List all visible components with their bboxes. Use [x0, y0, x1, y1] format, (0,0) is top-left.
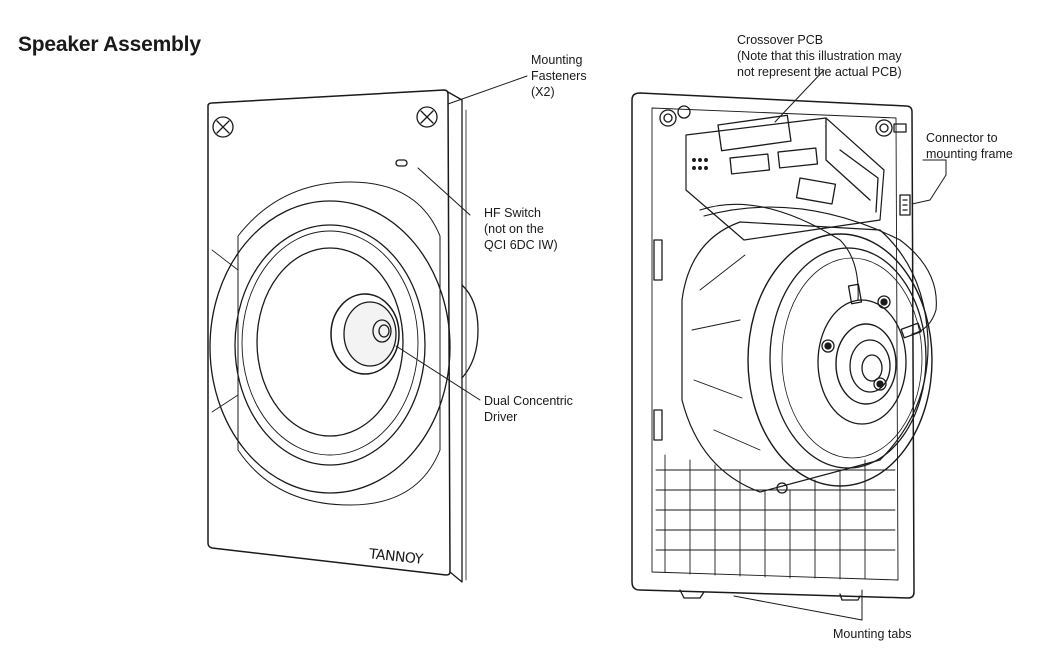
label-dual-concentric-driver: Dual Concentric Driver — [484, 394, 573, 424]
brand-logo: TANNOY — [367, 546, 424, 568]
leader-lines — [395, 69, 947, 621]
label-crossover-pcb: Crossover PCB (Note that this illustrati… — [737, 33, 902, 79]
mounting-fastener-right — [416, 106, 438, 128]
driver-rear — [681, 221, 933, 494]
mounting-frame — [631, 92, 915, 599]
wire-harness — [699, 203, 859, 301]
label-mounting-tabs: Mounting tabs — [833, 627, 912, 641]
frame-grid — [655, 454, 896, 580]
rear-view — [631, 92, 937, 601]
label-hf-switch: HF Switch (not on the QCI 6DC IW) — [484, 206, 558, 252]
front-baffle — [207, 89, 451, 576]
front-view — [207, 89, 479, 583]
crossover-pcb — [685, 114, 885, 241]
mounting-fastener-left — [212, 116, 234, 138]
label-connector-to-mounting-frame: Connector to mounting frame — [926, 131, 1013, 161]
hf-switch — [395, 159, 408, 167]
label-mounting-fasteners: Mounting Fasteners (X2) — [531, 53, 587, 99]
dual-concentric-driver — [330, 293, 400, 375]
page-title: Speaker Assembly — [18, 33, 201, 56]
